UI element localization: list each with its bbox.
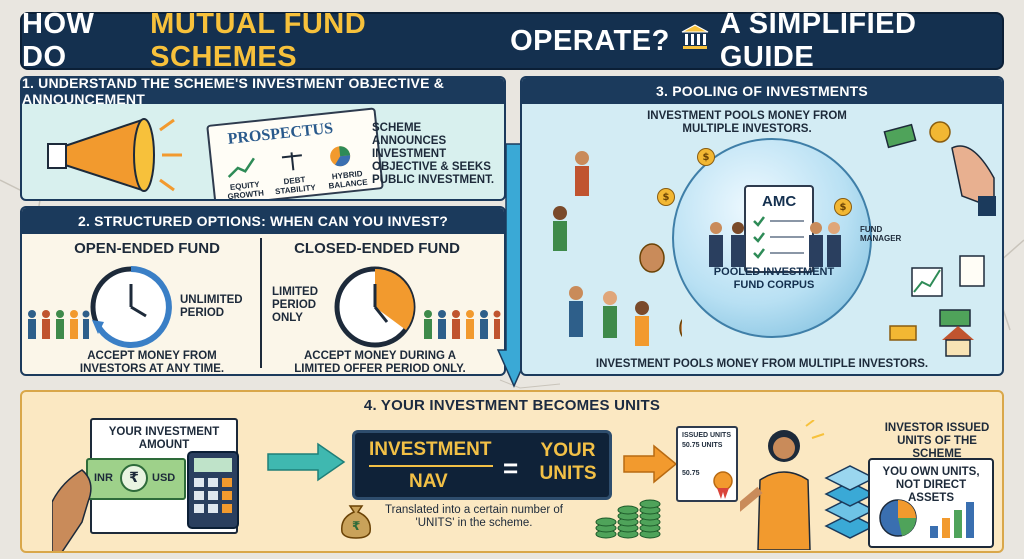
section-pooling: 3. POOLING OF INVESTMENTS INVESTMENT POO… [520, 76, 1004, 376]
megaphone-icon [47, 118, 182, 192]
section2-heading: 2. STRUCTURED OPTIONS: WHEN CAN YOU INVE… [22, 208, 504, 234]
title-part1: HOW DO [22, 8, 95, 73]
translated-note: Translated into a certain number of 'UNI… [385, 504, 563, 529]
own-units-note: YOU OWN UNITS, NOT DIRECT ASSETS [882, 466, 980, 504]
closed-ended-description: ACCEPT MONEY DURING A LIMITED OFFER PERI… [294, 350, 466, 375]
section4-heading: 4. YOUR INVESTMENT BECOMES UNITS [363, 396, 661, 414]
prospectus-icons [227, 146, 351, 178]
units-stack-icon [824, 465, 876, 539]
coin-stack-icon [595, 499, 661, 539]
fund-manager-label: FUND MANAGER [860, 225, 902, 243]
limited-period: LIMITED PERIOD ONLY [272, 286, 318, 324]
prospectus-label-debt: DEBT STABILITY [274, 175, 317, 197]
money-bag-icon: ₹ [341, 505, 371, 539]
hand-icon [52, 469, 92, 551]
title-part2: OPERATE? [510, 24, 670, 57]
cert-title: ISSUED UNITS [682, 432, 732, 439]
cert-line2: 50.75 [682, 470, 700, 477]
section-objective: 1. UNDERSTAND THE SCHEME'S INVESTMENT OB… [20, 76, 506, 201]
dollar-coin-icon-2: $ [657, 188, 675, 206]
closed-ended-label: CLOSED-ENDED FUND [294, 240, 460, 257]
your-investment-label: YOUR INVESTMENT AMOUNT [108, 426, 220, 451]
investors-group-icon [553, 151, 682, 346]
arrow-right-icon-2 [623, 444, 678, 484]
formula-fraction-line [369, 465, 493, 467]
issued-caption: INVESTOR ISSUED UNITS OF THE SCHEME [884, 422, 990, 460]
title-part3: A SIMPLIFIED GUIDE [719, 8, 917, 73]
rupee-icon: ₹ [120, 464, 148, 492]
assets-icons [883, 121, 996, 357]
pool-label: POOLED INVESTMENT FUND CORPUS [713, 266, 835, 291]
calculator-icon [187, 451, 239, 529]
formula-result: YOUR UNITS [539, 440, 597, 484]
unlimited-clock-icon [90, 266, 172, 348]
unlimited-period: UNLIMITED PERIOD [180, 294, 243, 319]
seal-icon [713, 471, 733, 499]
section-structured-options: 2. STRUCTURED OPTIONS: WHEN CAN YOU INVE… [20, 206, 506, 376]
formula-display: INVESTMENT NAV = YOUR UNITS [352, 430, 612, 500]
formula-numerator: INVESTMENT [369, 439, 492, 460]
cert-line1: 50.75 UNITS [682, 442, 723, 449]
arrow-right-icon [267, 442, 346, 482]
amc-clipboard: AMC [744, 185, 814, 273]
pie-bar-icon [879, 499, 974, 538]
prospectus-label-equity: EQUITY GROWTH [227, 179, 265, 201]
checklist-icon [753, 216, 804, 259]
divider [260, 238, 262, 368]
bank-icon [680, 22, 710, 60]
units-certificate: ISSUED UNITS 50.75 UNITS 50.75 [676, 426, 738, 502]
formula-equals: = [503, 453, 519, 483]
prospectus-document: PROSPECTUS EQUITY GROWTH DEBT STABILITY … [206, 107, 384, 201]
investment-pool-globe: AMC POOLED INVESTMENT FUND CORPUS [672, 138, 872, 338]
dollar-coin-icon-3: $ [834, 198, 852, 216]
limited-clock-icon [334, 266, 416, 348]
investor-queue-icon [28, 310, 90, 339]
section1-description: SCHEME ANNOUNCES INVESTMENT OBJECTIVE & … [372, 122, 495, 186]
team-icon [709, 222, 841, 267]
pooling-bottom-caption: INVESTMENT POOLS MONEY FROM MULTIPLE INV… [595, 358, 929, 370]
title-highlight: MUTUAL FUND SCHEMES [150, 8, 367, 73]
open-ended-label: OPEN-ENDED FUND [74, 240, 220, 257]
section3-heading: 3. POOLING OF INVESTMENTS [522, 78, 1002, 104]
investor-queue-icon-2 [424, 310, 501, 339]
page-title: HOW DO MUTUAL FUND SCHEMES OPERATE? A SI… [20, 8, 1004, 73]
formula-denominator: NAV [409, 471, 448, 492]
section1-heading: 1. UNDERSTAND THE SCHEME'S INVESTMENT OB… [22, 78, 504, 107]
pooling-top-caption: INVESTMENT POOLS MONEY FROM MULTIPLE INV… [647, 110, 847, 135]
prospectus-label-hybrid: HYBRID BALANCE [328, 169, 369, 191]
currency-right: USD [152, 472, 176, 484]
section-units: 4. YOUR INVESTMENT BECOMES UNITS YOUR IN… [20, 390, 1004, 553]
currency-left: INR [94, 472, 113, 484]
amc-label: AMC [762, 193, 797, 210]
dollar-coin-icon: $ [697, 148, 715, 166]
open-ended-description: ACCEPT MONEY FROM INVESTORS AT ANY TIME. [79, 350, 225, 375]
svg-text:₹: ₹ [352, 519, 360, 533]
investor-woman-icon [740, 420, 825, 550]
